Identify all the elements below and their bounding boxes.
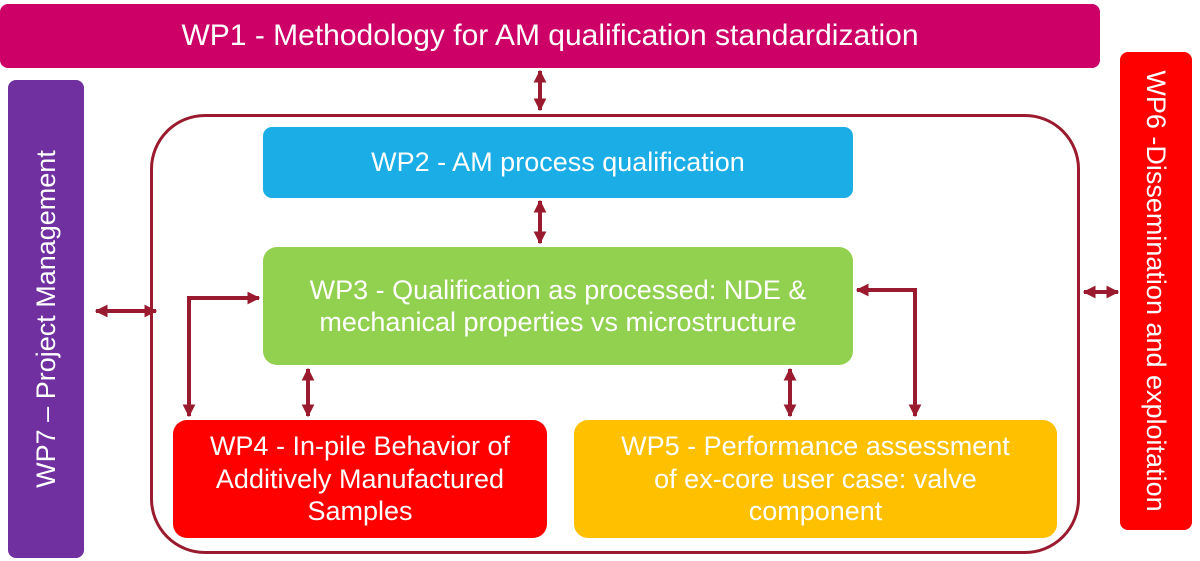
wp4-box: WP4 - In-pile Behavior of Additively Man… [173,420,547,538]
wp4-label-line3: Samples [307,496,413,527]
wp5-label-line2: of ex-core user case: valve [654,463,977,494]
wp3-box: WP3 - Qualification as processed: NDE & … [263,247,853,365]
wp1-box: WP1 - Methodology for AM qualification s… [0,4,1100,68]
wp5-box: WP5 - Performance assessment of ex-core … [574,420,1057,538]
core-workpackages-frame [150,114,1080,554]
arrow-wp3-wp5-loop [855,283,922,418]
wp3-label-line2: mechanical properties vs microstructure [319,307,797,337]
arrow-wp4-wp3-loop [182,291,261,418]
wp4-label-line1: WP4 - In-pile Behavior of [209,431,511,462]
wp6-box: WP6 -Dissemination and exploitation [1120,52,1192,530]
wp1-label: WP1 - Methodology for AM qualification s… [181,19,919,52]
wp5-label-line3: component [748,496,883,527]
wp2-box: WP2 - AM process qualification [263,127,853,198]
wp5-label-line1: WP5 - Performance assessment [621,431,1010,462]
wp7-box: WP7 – Project Management [8,80,84,558]
wp2-label: WP2 - AM process qualification [371,147,745,178]
wp3-label-line1: WP3 - Qualification as processed: NDE & [309,274,807,305]
wp4-label-line2: Additively Manufactured [215,463,505,494]
